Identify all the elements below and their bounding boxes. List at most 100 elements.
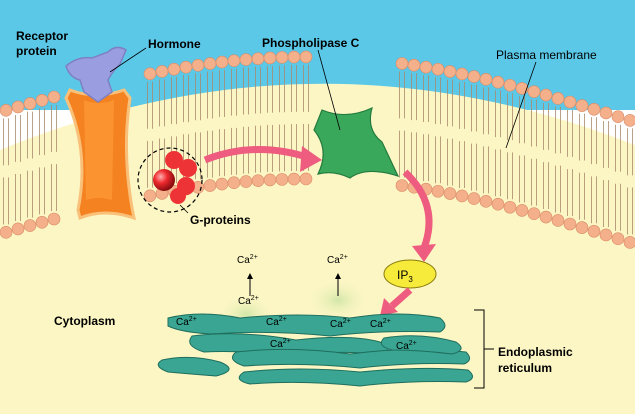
lipid-head (395, 57, 409, 70)
activation-arrow (203, 145, 312, 164)
lipid-head (287, 50, 301, 64)
lipid-head (527, 207, 541, 220)
lipid-head (467, 70, 481, 83)
receptor-highlight (84, 100, 114, 200)
lipid-head (515, 82, 529, 95)
calcium-ion-label: Ca2+ (327, 254, 348, 266)
lipid-head (143, 189, 157, 203)
calcium-ion-label: Ca2+ (330, 318, 351, 330)
lipid-head (0, 104, 13, 117)
lipid-head (155, 65, 169, 78)
phospholipase-shape (313, 106, 400, 179)
calcium-ion-label: Ca2+ (176, 316, 197, 328)
lipid-head (443, 187, 457, 200)
lipid-head (503, 78, 517, 92)
ip3-to-er-arrow-head (380, 298, 398, 316)
lipid-head (551, 214, 565, 227)
hormone-leader (109, 47, 147, 73)
calcium-ion-label: Ca2+ (237, 254, 258, 266)
calcium-ion-label: Ca2+ (238, 295, 259, 307)
lipid-head (251, 174, 265, 187)
lipid-head (479, 73, 493, 86)
lipid-head (35, 93, 49, 107)
ip3-badge (383, 259, 437, 289)
calcium-ion-label: Ca2+ (266, 316, 287, 328)
lipid-head (467, 192, 481, 205)
lipid-head (239, 53, 253, 66)
g-protein-dashed-outline (137, 147, 203, 213)
lipid-head (11, 222, 25, 236)
lipid-head (491, 197, 505, 211)
lipid-head (239, 175, 253, 188)
hormone-label: Hormone (148, 37, 201, 51)
endoplasmic-reticulum-shape (157, 313, 473, 387)
lipid-head (227, 176, 241, 190)
lipid-head (419, 60, 433, 74)
receptor-label: Receptor (16, 29, 68, 43)
ip3-to-er-arrow (389, 287, 413, 309)
calcium-ion-label: Ca2+ (396, 340, 417, 352)
lipid-head (143, 67, 157, 81)
lipid-head (299, 50, 313, 64)
lipid-head (539, 88, 553, 102)
receptor-label-line2: protein (16, 44, 57, 58)
plasma-membrane-label: Plasma membrane (496, 48, 597, 62)
lipid-head (551, 92, 565, 105)
lipid-head (563, 95, 577, 109)
lipid-head (455, 189, 469, 203)
ip3-release-arrow-head (412, 244, 436, 262)
ip3-label: IP3 (397, 268, 413, 284)
lipid-head (527, 85, 541, 98)
lipid-head (431, 62, 445, 76)
lipid-head (455, 67, 469, 81)
lipid-head (0, 226, 13, 239)
lipid-head (539, 210, 553, 224)
g-proteins-label: G-proteins (190, 213, 251, 227)
lipid-head (35, 215, 49, 229)
lipid-head (23, 219, 37, 232)
lipid-head (503, 200, 517, 214)
lipid-head (167, 62, 181, 76)
hormone-shape (65, 46, 127, 103)
lipid-head (299, 172, 313, 186)
lipid-head (215, 177, 229, 191)
er-label: Endoplasmic (498, 345, 573, 359)
lipid-head (599, 106, 613, 120)
lipid-head (587, 224, 601, 238)
lipid-head (599, 228, 613, 242)
lipid-head (11, 100, 25, 114)
lipid-head (587, 102, 601, 116)
lipid-head (395, 179, 409, 192)
lipid-head (179, 60, 193, 74)
lipid-head (515, 204, 529, 217)
lipid-head (287, 172, 301, 186)
membrane-leader (505, 61, 537, 149)
lipid-head (623, 114, 635, 127)
lipid-head (23, 97, 37, 110)
lipid-head (563, 217, 577, 231)
calcium-ion-label: Ca2+ (270, 338, 291, 350)
lipid-head (623, 236, 635, 249)
lipid-head (191, 59, 205, 72)
lipid-head (263, 51, 277, 65)
lipid-head (407, 58, 421, 72)
phospholipase-label: Phospholipase C (262, 36, 360, 50)
lipid-head (275, 173, 289, 186)
lipid-head (575, 99, 589, 112)
lipid-head (203, 179, 217, 192)
lipid-head (47, 212, 61, 226)
lipid-head (611, 110, 625, 123)
lipid-head (443, 65, 457, 78)
lipid-head (263, 173, 277, 187)
phospholipase-leader (317, 49, 341, 131)
lipid-head (203, 57, 217, 70)
lipid-head (227, 54, 241, 68)
g-protein-cluster (153, 151, 197, 204)
activation-arrow-head (300, 146, 322, 172)
lipid-head (611, 232, 625, 245)
lipid-head (431, 184, 445, 198)
lipid-head (251, 52, 265, 65)
calcium-glow-right (306, 278, 370, 322)
plasma-membrane-bilayer (0, 50, 635, 249)
